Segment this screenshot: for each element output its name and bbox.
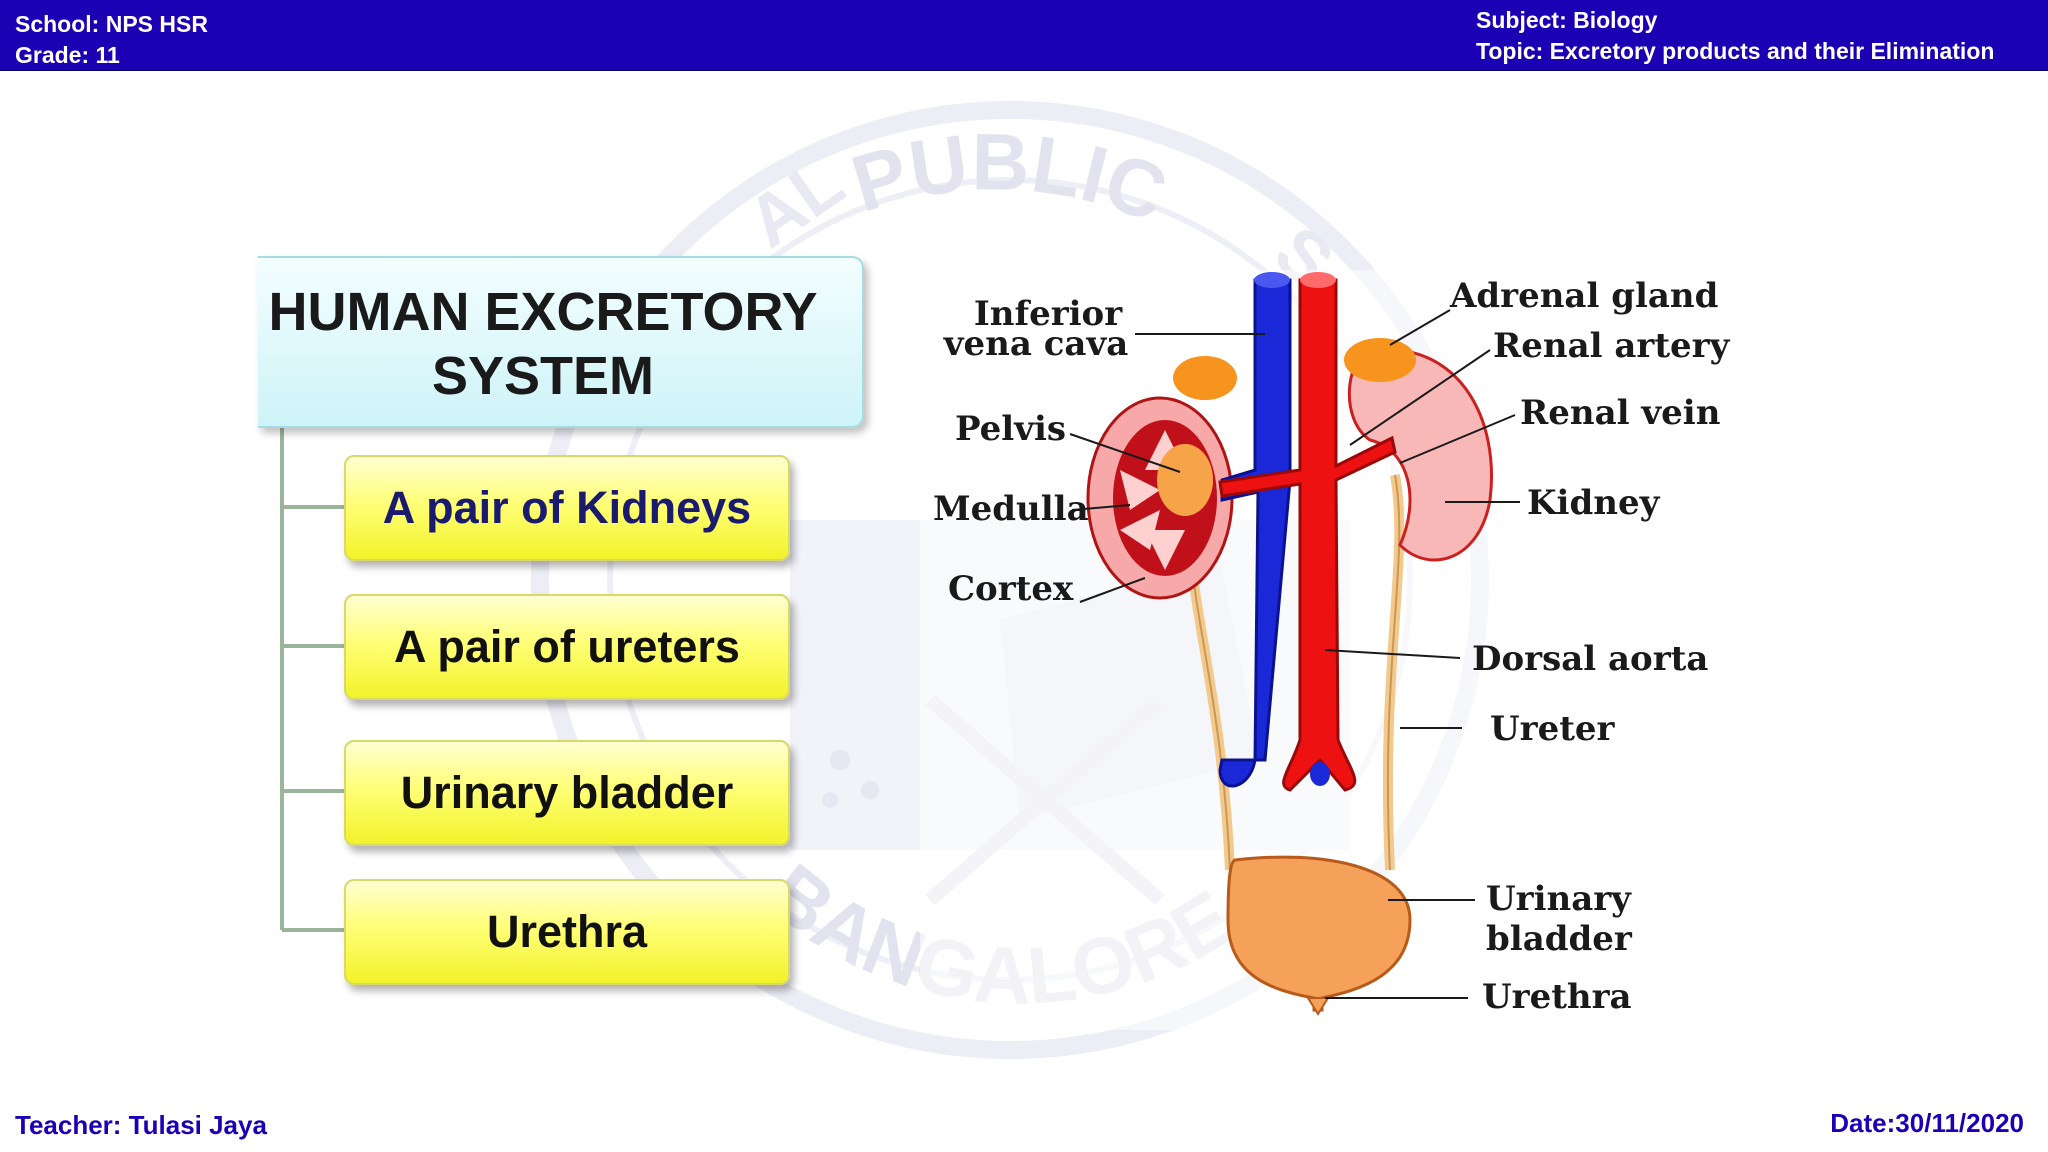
right-ureter-outline [1386, 474, 1401, 871]
label-urethra: Urethra [1482, 977, 1632, 1017]
label-vena-cava: vena cava [943, 324, 1129, 364]
urethra [1306, 997, 1330, 1016]
watermark-dot [861, 781, 879, 799]
right-adrenal-gland [1344, 338, 1416, 382]
page-title: HUMAN EXCRETORY SYSTEM [258, 280, 828, 408]
leader-line-renal-vein [1399, 414, 1516, 464]
leader-line-renal-artery [1349, 349, 1491, 446]
label-dorsal-aorta: Dorsal aorta [1472, 639, 1708, 679]
vena-cava-opening [1254, 272, 1290, 288]
subject-label: Subject: Biology [1476, 7, 1658, 33]
urinary-bladder [1226, 855, 1412, 1012]
grade-label: Grade: 11 [15, 42, 120, 68]
item-urinary-bladder: Urinary bladder [344, 740, 790, 846]
label-medulla: Medulla [933, 489, 1089, 529]
left-adrenal-gland [1173, 356, 1237, 400]
label-adrenal-gland: Adrenal gland [1449, 276, 1718, 316]
inferior-vena-cava [1218, 278, 1292, 788]
label-urinary: Urinary [1486, 879, 1632, 919]
leader-line-medulla [1071, 504, 1131, 511]
teacher-label: Teacher: Tulasi Jaya [15, 1110, 267, 1140]
title-line-1: HUMAN EXCRETORY [268, 282, 818, 342]
label-renal-artery: Renal artery [1493, 326, 1731, 366]
leader-line-adrenal [1389, 309, 1451, 346]
topic-label: Topic: Excretory products and their Elim… [1476, 38, 1995, 64]
label-renal-vein: Renal vein [1520, 393, 1720, 433]
item-kidneys: A pair of Kidneys [344, 455, 790, 561]
item-ureters: A pair of ureters [344, 594, 790, 700]
medulla-pyramid [1120, 470, 1160, 510]
leader-line-cortex [1079, 577, 1146, 603]
label-inferior: Inferior [974, 294, 1123, 334]
label-bladder: bladder [1486, 919, 1633, 959]
header-right: Subject: Biology Topic: Excretory produc… [1476, 5, 1994, 67]
title-box: HUMAN EXCRETORY SYSTEM [258, 256, 864, 428]
dorsal-aorta [1218, 278, 1397, 792]
header-left: School: NPS HSR Grade: 11 [15, 9, 208, 71]
label-pelvis: Pelvis [955, 409, 1066, 449]
header-bar: School: NPS HSR Grade: 11 Subject: Biolo… [0, 0, 2048, 71]
label-cortex: Cortex [948, 569, 1074, 609]
watermark-dot [822, 792, 838, 808]
medulla-pyramid [1145, 530, 1185, 570]
date-label: Date:30/11/2020 [1830, 1108, 2024, 1138]
leader-line-pelvis [1069, 433, 1181, 473]
watermark-dot [830, 750, 850, 770]
aorta-opening [1300, 272, 1336, 288]
label-ureter: Ureter [1490, 709, 1616, 749]
title-line-2: SYSTEM [431, 346, 655, 406]
leader-line-dorsal-aorta [1324, 649, 1461, 659]
left-kidney-pelvis [1157, 444, 1213, 516]
label-kidney: Kidney [1527, 483, 1661, 523]
item-urethra: Urethra [344, 879, 790, 985]
iliac-vein-segment [1310, 762, 1330, 786]
school-label: School: NPS HSR [15, 11, 208, 37]
